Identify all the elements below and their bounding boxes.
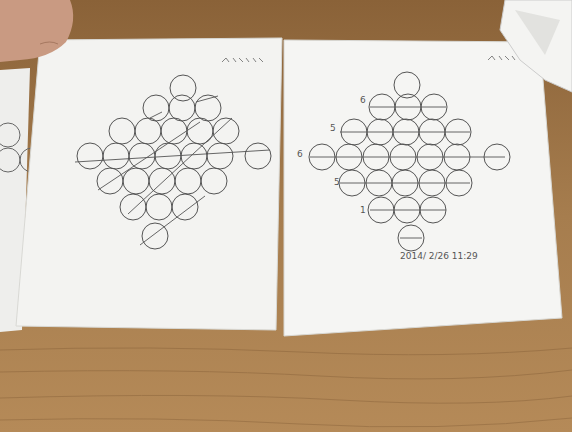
pencil-circle xyxy=(103,143,129,169)
circle-grid xyxy=(77,72,510,251)
pencil-circle xyxy=(77,143,103,169)
pencil-circle xyxy=(123,168,149,194)
pencil-circle xyxy=(161,118,187,144)
pencil-circle xyxy=(143,95,169,121)
pencil-circle xyxy=(187,118,213,144)
pencil-circle xyxy=(213,118,239,144)
pencil-circle xyxy=(120,194,146,220)
pencil-line xyxy=(370,210,446,211)
pencil-circle xyxy=(201,168,227,194)
row-number: 5 xyxy=(330,124,336,133)
row-number: 5 xyxy=(334,178,340,187)
pencil-circle xyxy=(97,168,123,194)
hand xyxy=(0,0,73,62)
pencil-circle xyxy=(398,225,424,251)
pencil-circle xyxy=(181,143,207,169)
row-number: 6 xyxy=(297,150,303,159)
pencil-circle xyxy=(135,118,161,144)
hand xyxy=(40,42,58,44)
pencil-circle xyxy=(129,143,155,169)
row-number: 6 xyxy=(360,96,366,105)
row-number: 2014/ 2/26 11:29 xyxy=(400,252,478,261)
pencil-circle xyxy=(172,194,198,220)
pencil-circle xyxy=(146,194,172,220)
pencil-circle xyxy=(175,168,201,194)
pencil-line xyxy=(340,132,470,133)
pencil-lines xyxy=(75,96,505,245)
folded-paper xyxy=(515,10,560,55)
pencil-line xyxy=(340,183,470,184)
pencil-circle xyxy=(109,118,135,144)
pencil-circle xyxy=(207,143,233,169)
pencil-circle xyxy=(149,168,175,194)
pencil-line xyxy=(310,157,505,158)
pencil-line xyxy=(400,238,422,239)
pencil-line xyxy=(196,96,218,102)
paper-sheet xyxy=(284,40,562,336)
pencil-line xyxy=(140,196,205,245)
pencil-line xyxy=(370,107,446,108)
pencil-circle xyxy=(195,95,221,121)
pencil-circle xyxy=(169,95,195,121)
pencil-circle xyxy=(170,75,196,101)
handwriting xyxy=(222,58,263,62)
folded-paper xyxy=(500,0,572,92)
paper-sheet xyxy=(16,38,282,330)
pencil-line xyxy=(128,118,232,214)
pencil-line xyxy=(150,112,162,118)
pencil-circle xyxy=(245,143,271,169)
wood-grain xyxy=(0,348,572,427)
pencil-line xyxy=(98,122,200,190)
pencil-line xyxy=(75,150,270,162)
row-number: 1 xyxy=(360,206,366,215)
